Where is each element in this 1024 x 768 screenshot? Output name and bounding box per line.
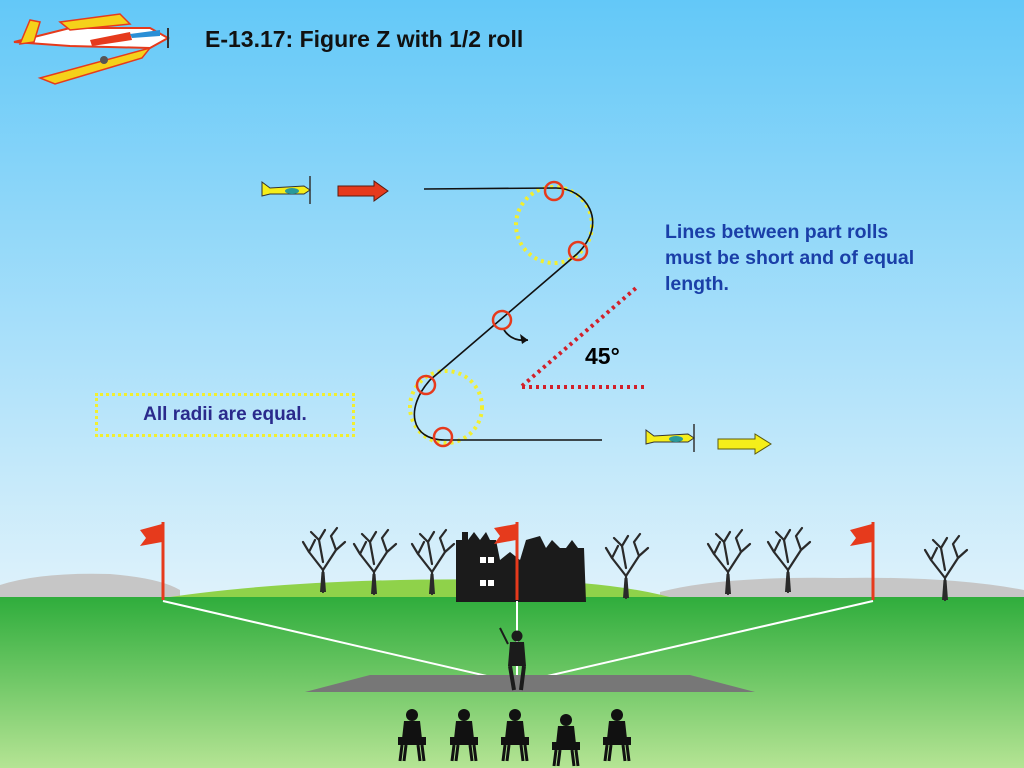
sight-line-left	[162, 600, 518, 684]
roll-marker	[491, 309, 513, 331]
pilot-icon	[499, 627, 526, 691]
sight-line-right	[516, 600, 874, 684]
roll-marker	[567, 240, 589, 262]
exit-plane-icon	[645, 424, 695, 452]
hill-left	[0, 573, 180, 600]
sky-background	[0, 0, 1024, 600]
radii-label: All radii are equal.	[143, 404, 307, 425]
flight-path	[413, 187, 602, 441]
rolls-note: Lines between part rolls must be short a…	[665, 219, 965, 297]
flag-icon	[140, 522, 165, 600]
entry-arrow-icon	[337, 180, 389, 202]
page-title: E-13.17: Figure Z with 1/2 roll	[205, 26, 524, 52]
radius-guide-circle-bottom	[408, 369, 484, 445]
note-line: length.	[665, 273, 729, 295]
model-plane-logo-icon	[13, 13, 171, 85]
hill-right	[660, 577, 1024, 600]
roll-marker	[543, 180, 565, 202]
runway	[305, 675, 755, 692]
roll-marker	[432, 426, 454, 448]
note-line: must be short and of equal	[665, 247, 915, 269]
castle-icon	[456, 532, 586, 602]
angle-label: 45°	[585, 343, 620, 369]
flag-icon	[494, 522, 519, 600]
roll-marker	[415, 374, 437, 396]
entry-plane-icon	[261, 176, 311, 204]
flag-icon	[850, 522, 875, 600]
note-line: Lines between part rolls	[665, 221, 889, 243]
exit-arrow-icon	[717, 433, 772, 455]
radii-callout: All radii are equal.	[95, 393, 355, 437]
